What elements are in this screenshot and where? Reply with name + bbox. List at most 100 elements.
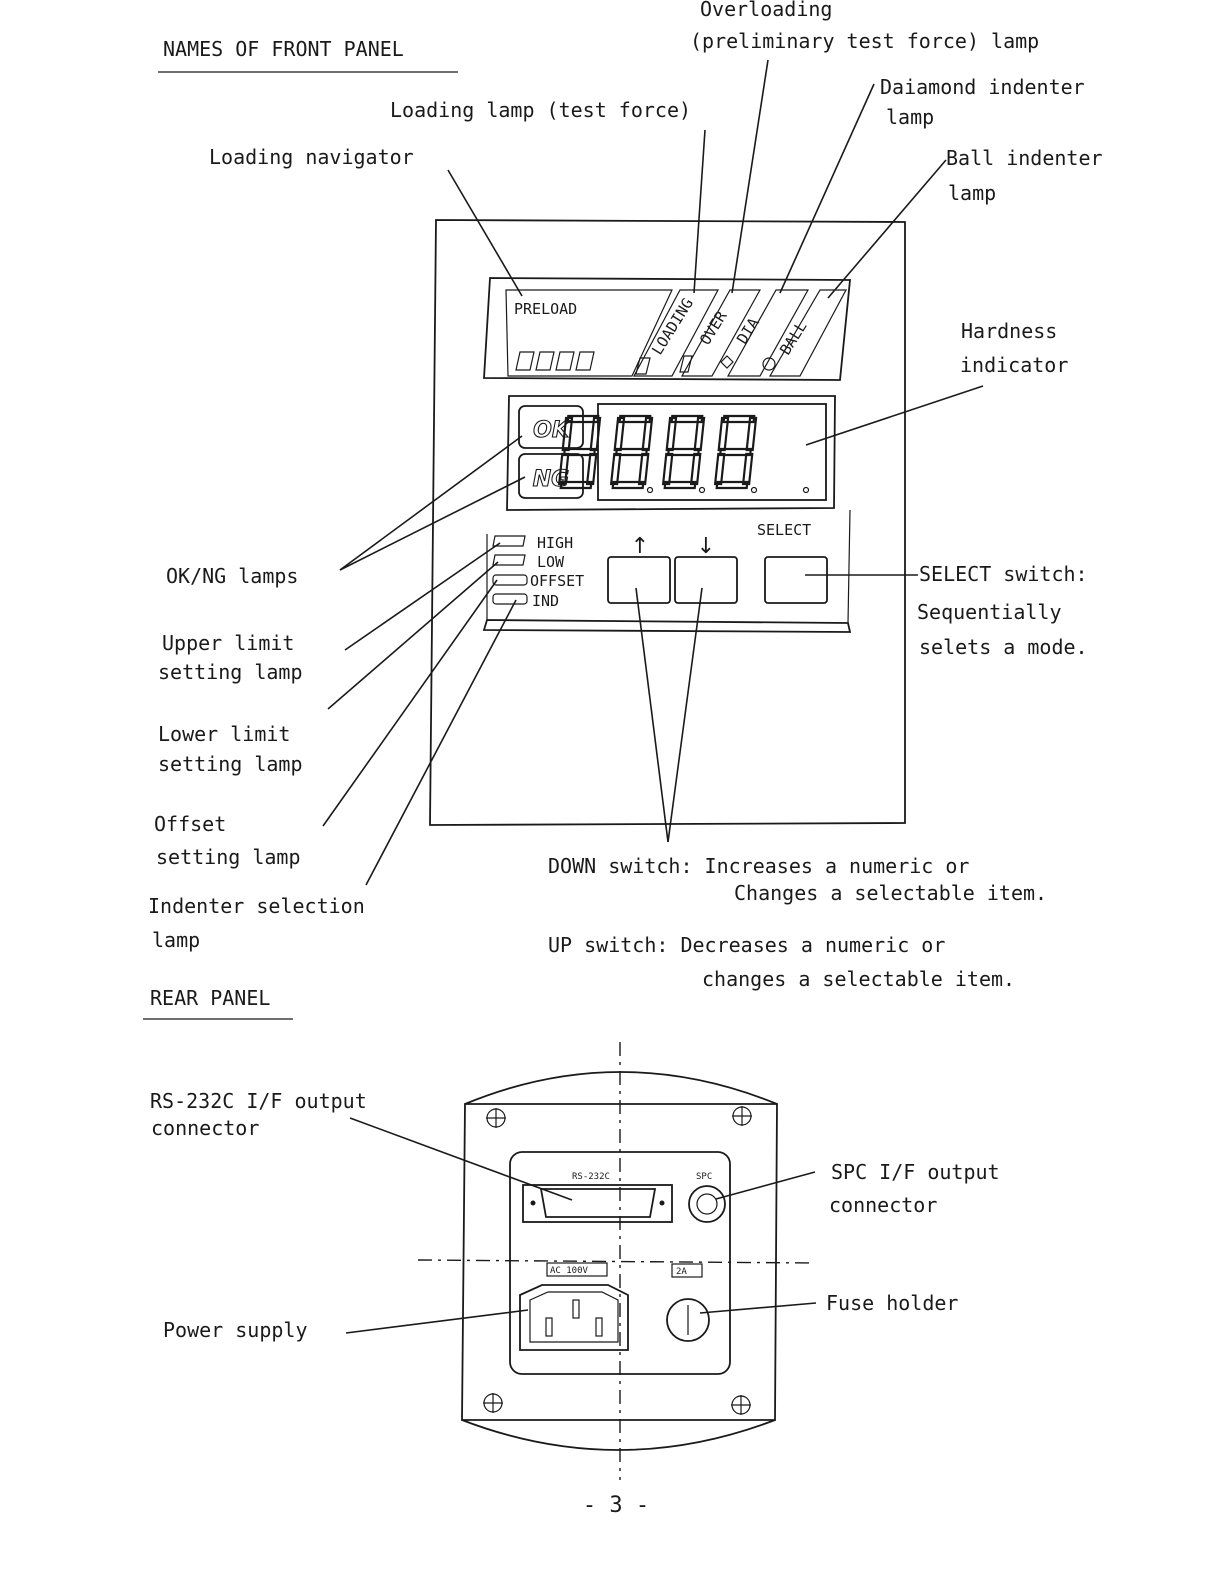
hardness-display: [597, 403, 827, 501]
seven-segment-digits: [557, 414, 810, 494]
screw-top-right: [732, 1106, 752, 1126]
select-switch[interactable]: [764, 556, 828, 604]
digit-2-segment-5: [641, 416, 654, 452]
overloading-label: Overloading: [700, 0, 832, 21]
over-lamp-window: [680, 289, 762, 377]
dia-text: DIA: [733, 315, 763, 348]
leader-low: [327, 561, 499, 710]
lower-limit-label: Lower limit: [158, 722, 290, 746]
loading-navigator-window: [505, 289, 673, 377]
low-lamp: [492, 554, 526, 566]
fuse-holder: [666, 1298, 710, 1342]
ball-lamp: [762, 357, 776, 371]
digit-3-decimal-point: [750, 486, 758, 494]
rs232-connector: [539, 1188, 657, 1218]
digit-4-segment-6: [713, 452, 726, 486]
digit-1-segment-2: [562, 447, 597, 457]
ng-lamp: [518, 453, 584, 499]
rs232-label: RS-232C I/F output: [150, 1089, 367, 1113]
leader-down: [667, 587, 703, 843]
up-arrow-icon: ↑: [631, 534, 649, 559]
leader-up: [635, 587, 669, 843]
leader-loading: [693, 129, 706, 294]
rear-leader-lines: [345, 1117, 817, 1334]
power-inlet-inner: [529, 1291, 619, 1343]
down-arrow-icon: ↓: [697, 534, 715, 559]
down-switch[interactable]: [674, 556, 738, 604]
rs232-screw-right: [659, 1200, 665, 1206]
rear-panel-body: [461, 1103, 778, 1421]
display-band: [506, 395, 836, 511]
select-switch-label-2: Sequentially: [917, 600, 1062, 624]
leader-offset: [322, 579, 498, 827]
screw-bottom-left: [483, 1393, 503, 1413]
up-switch-label-2: changes a selectable item.: [702, 967, 1015, 991]
screw-bottom-right: [731, 1395, 751, 1415]
upper-limit-label: Upper limit: [162, 631, 294, 655]
loading-lamp-window: [632, 289, 720, 377]
fuse-holder-label: Fuse holder: [826, 1291, 958, 1315]
dia-lamp-window: [726, 289, 810, 377]
down-switch-label: DOWN switch: Increases a numeric or: [548, 854, 969, 878]
ok-lamp: [518, 405, 584, 449]
leader-power: [345, 1309, 529, 1334]
okng-lamps-label: OK/NG lamps: [166, 564, 298, 588]
digit-1-segment-5: [589, 416, 602, 452]
spc-label: SPC I/F output: [831, 1160, 1000, 1184]
leader-over: [731, 59, 769, 294]
digit-3-segment-2: [666, 447, 701, 457]
digit-3-segment-5: [693, 416, 706, 452]
leader-fuse: [699, 1302, 817, 1314]
screw-top-left: [486, 1108, 506, 1128]
select-switch-label-3: selets a mode.: [919, 635, 1088, 659]
power-supply-label: Power supply: [163, 1318, 308, 1342]
loading-lamp-label: Loading lamp (test force): [390, 98, 691, 122]
ind-text: IND: [532, 592, 559, 610]
hardness-indicator-label: Hardness: [961, 319, 1057, 343]
upper-limit-label-2: setting lamp: [158, 660, 303, 684]
loading-lamp: [635, 357, 651, 375]
loading-navigator-label: Loading navigator: [209, 145, 414, 169]
over-text: OVER: [696, 307, 731, 348]
digit-4-segment-5: [745, 416, 758, 452]
digit-2-segment-7: [637, 452, 650, 486]
navigator-lamp-1: [515, 351, 535, 371]
digit-3-segment-4: [665, 416, 678, 452]
digit-3-segment-7: [689, 452, 702, 486]
spc-connector-inner: [696, 1193, 718, 1215]
rs232-text: RS-232C: [572, 1172, 610, 1182]
fuse-rating-text: 2A: [676, 1267, 687, 1277]
rear-body-bottom-arc: [461, 1419, 776, 1451]
ball-indenter-label-2: lamp: [948, 181, 996, 205]
horizontal-center-line: [417, 1259, 816, 1264]
select-switch-label: SELECT switch:: [919, 562, 1088, 586]
ac-rating-box: [546, 1262, 608, 1277]
page-number: - 3 -: [583, 1493, 649, 1518]
preload-text: PRELOAD: [514, 300, 577, 318]
leader-ball: [827, 159, 947, 299]
offset-lamp: [492, 574, 528, 586]
leader-ind: [365, 599, 517, 886]
high-lamp: [492, 535, 526, 547]
spc-text: SPC: [696, 1172, 712, 1182]
digit-4-decimal-point: [802, 486, 810, 494]
down-switch-label-2: Changes a selectable item.: [734, 881, 1047, 905]
up-switch[interactable]: [607, 556, 671, 604]
digit-1-segment-4: [561, 416, 574, 452]
front-panel-body: [429, 219, 906, 826]
navigator-lamp-3: [555, 351, 575, 371]
power-pin-right: [595, 1317, 603, 1337]
navigator-lamps: [515, 351, 595, 371]
rear-panel-heading: REAR PANEL: [150, 986, 270, 1010]
spc-label-2: connector: [829, 1193, 937, 1217]
front-panel-heading: NAMES OF FRONT PANEL: [163, 37, 404, 61]
digit-4-segment-2: [718, 447, 753, 457]
digit-2-segment-6: [609, 452, 622, 486]
select-text: SELECT: [757, 521, 811, 539]
ac-rating-text: AC 100V: [550, 1266, 589, 1276]
power-pin-left: [545, 1317, 553, 1337]
navigator-lamp-2: [535, 351, 555, 371]
leader-ok: [339, 435, 523, 571]
